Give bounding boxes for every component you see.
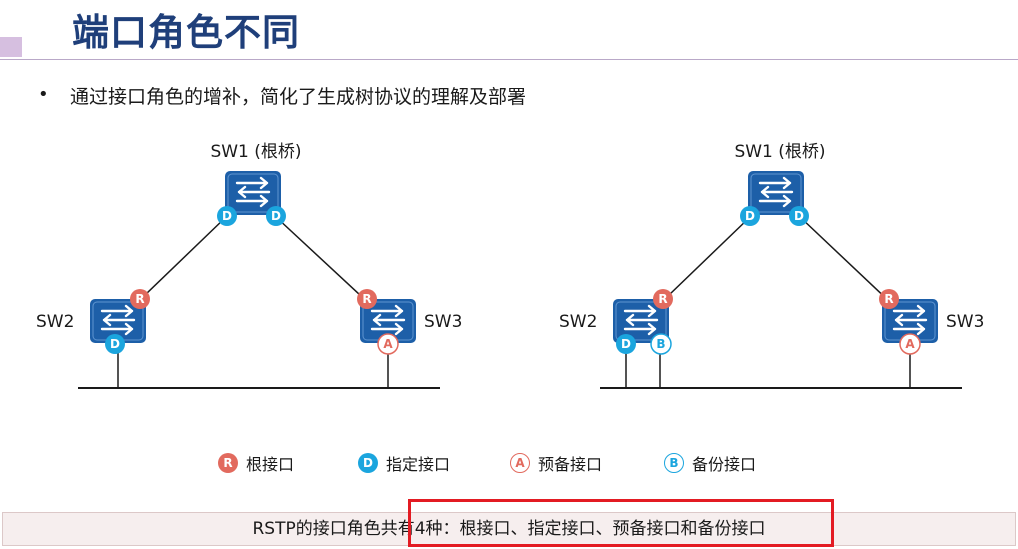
svg-text:D: D bbox=[794, 209, 804, 223]
svg-text:R: R bbox=[135, 292, 144, 306]
root-port-badge: R bbox=[653, 289, 673, 309]
designated-port-badge: D bbox=[266, 206, 286, 226]
designated-port-badge: D bbox=[217, 206, 237, 226]
svg-text:D: D bbox=[621, 337, 631, 351]
alternate-port-badge: A bbox=[899, 333, 921, 355]
designated-port-badge: D bbox=[616, 334, 636, 354]
svg-text:D: D bbox=[271, 209, 281, 223]
sw1-label: SW1 (根桥) bbox=[734, 142, 825, 162]
legend-root-port: R 根接口 bbox=[218, 452, 294, 474]
designated-port-badge: D bbox=[105, 334, 125, 354]
legend-designated-port: D 指定接口 bbox=[358, 452, 450, 474]
sw2-label: SW2 bbox=[559, 312, 597, 332]
legend-label: 指定接口 bbox=[386, 455, 451, 474]
legend-label: 备份接口 bbox=[692, 455, 757, 474]
svg-text:R: R bbox=[658, 292, 667, 306]
title-divider bbox=[0, 59, 1018, 60]
backup-port-badge: B bbox=[650, 333, 672, 355]
legend-label: 预备接口 bbox=[538, 455, 603, 474]
svg-text:D: D bbox=[745, 209, 755, 223]
title-accent-bar bbox=[0, 37, 22, 57]
svg-text:D: D bbox=[110, 337, 120, 351]
legend-backup-port: B 备份接口 bbox=[664, 452, 756, 474]
page-title: 端口角色不同 bbox=[72, 11, 300, 54]
sw3-label: SW3 bbox=[424, 312, 462, 332]
highlight-box bbox=[408, 499, 834, 547]
svg-text:R: R bbox=[884, 292, 893, 306]
root-port-badge: R bbox=[130, 289, 150, 309]
designated-port-badge: D bbox=[789, 206, 809, 226]
bullet-marker: • bbox=[38, 84, 49, 105]
legend-label: 根接口 bbox=[246, 455, 295, 474]
svg-text:A: A bbox=[905, 337, 915, 351]
designated-port-icon: D bbox=[358, 453, 378, 473]
alternate-port-badge: A bbox=[377, 333, 399, 355]
designated-port-badge: D bbox=[740, 206, 760, 226]
diagram-1: SW1 (根桥) SW2 SW3 D D R D R A bbox=[36, 142, 462, 389]
svg-text:D: D bbox=[222, 209, 232, 223]
svg-text:R: R bbox=[362, 292, 371, 306]
legend-alternate-port: A 预备接口 bbox=[510, 452, 602, 474]
summary-text: RSTP的接口角色共有4种：根接口、指定接口、预备接口和备份接口 bbox=[252, 519, 766, 539]
sw2-label: SW2 bbox=[36, 312, 74, 332]
root-port-badge: R bbox=[357, 289, 377, 309]
alternate-port-icon: A bbox=[510, 453, 530, 473]
root-port-icon: R bbox=[218, 453, 238, 473]
diagram-2: SW1 (根桥) SW2 SW3 D D R D B R A bbox=[559, 142, 984, 389]
sw1-label: SW1 (根桥) bbox=[210, 142, 301, 162]
root-port-badge: R bbox=[879, 289, 899, 309]
svg-text:B: B bbox=[656, 337, 665, 351]
backup-port-icon: B bbox=[664, 453, 684, 473]
sw3-label: SW3 bbox=[946, 312, 984, 332]
bullet-text: 通过接口角色的增补，简化了生成树协议的理解及部署 bbox=[70, 86, 527, 108]
svg-text:A: A bbox=[383, 337, 393, 351]
